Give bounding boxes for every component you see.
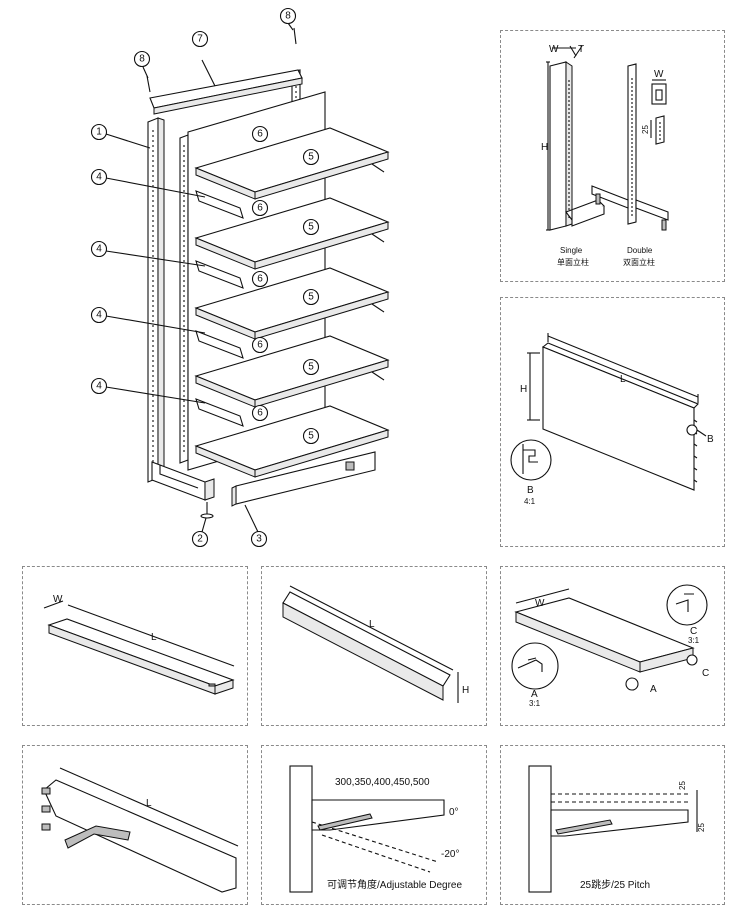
upright-pitch-label: 25 — [641, 125, 650, 134]
front-strip-h-label: H — [462, 685, 469, 696]
upright-h-label: H — [541, 142, 548, 153]
shelf-detail-panel — [500, 566, 725, 726]
svg-text:7: 7 — [197, 34, 203, 45]
svg-text:6: 6 — [257, 340, 263, 351]
base-cover-panel — [22, 566, 248, 726]
backpanel-h-label: H — [520, 384, 527, 395]
svg-text:2: 2 — [197, 534, 203, 545]
adjust-minus-degree: -20° — [441, 849, 459, 860]
shelf-c-label: C — [702, 668, 709, 679]
pitch-d1: 25 — [678, 781, 687, 790]
pitch-drawing — [528, 765, 698, 893]
pitch-caption: 25跳步/25 Pitch — [580, 878, 650, 891]
callout-6b: 6 — [251, 199, 269, 217]
callout-6a: 6 — [251, 125, 269, 143]
pitch-panel — [500, 745, 725, 905]
shelf-a-label: A — [650, 684, 657, 695]
svg-text:4: 4 — [96, 381, 102, 392]
adjust-zero-degree: 0° — [449, 807, 459, 818]
base-cover-w-label: W — [53, 594, 63, 605]
callout-8a: 8 — [133, 50, 151, 68]
back-panel-detail-panel — [500, 297, 725, 547]
adjust-degree-panel — [261, 745, 487, 905]
adjust-caption: 可调节角度/Adjustable Degree — [327, 878, 462, 891]
callout-6c: 6 — [251, 270, 269, 288]
bracket-panel — [22, 745, 248, 905]
svg-text:6: 6 — [257, 129, 263, 140]
callout-1: 1 — [90, 123, 108, 141]
callout-4d: 4 — [90, 377, 108, 395]
svg-text:8: 8 — [139, 54, 145, 65]
svg-text:6: 6 — [257, 408, 263, 419]
svg-text:3: 3 — [256, 534, 262, 545]
backpanel-l-label: L — [620, 374, 626, 385]
svg-text:8: 8 — [285, 11, 291, 22]
svg-text:5: 5 — [308, 152, 314, 163]
callout-8b: 8 — [279, 7, 297, 25]
callout-2: 2 — [191, 530, 209, 548]
callout-4b: 4 — [90, 240, 108, 258]
base-cover-drawing — [43, 600, 235, 695]
upright-single-cn: 单面立柱 — [557, 257, 589, 267]
shelf-w-label: W — [535, 598, 545, 609]
adjust-lengths: 300,350,400,450,500 — [335, 777, 430, 788]
svg-text:5: 5 — [308, 292, 314, 303]
callout-5a: 5 — [302, 148, 320, 166]
front-strip-l-label: L — [369, 619, 375, 630]
upright-detail-panel — [500, 30, 725, 282]
shelf-scale-c: 3:1 — [688, 636, 700, 645]
svg-text:5: 5 — [308, 431, 314, 442]
bracket-drawing — [41, 767, 239, 893]
svg-text:4: 4 — [96, 244, 102, 255]
svg-text:6: 6 — [257, 203, 263, 214]
upright-detail-w-label: W — [654, 69, 664, 80]
shelf-stack — [194, 127, 390, 478]
svg-text:4: 4 — [96, 310, 102, 321]
upright-w-label: W — [549, 44, 559, 55]
upright-single-en: Single — [560, 246, 583, 255]
svg-text:5: 5 — [308, 222, 314, 233]
callout-5c: 5 — [302, 288, 320, 306]
callout-6e: 6 — [251, 404, 269, 422]
callout-4a: 4 — [90, 168, 108, 186]
svg-text:1: 1 — [96, 127, 102, 138]
callout-5b: 5 — [302, 218, 320, 236]
back-panel-drawing — [510, 333, 707, 491]
callout-4c: 4 — [90, 306, 108, 324]
upright-double-en: Double — [627, 246, 653, 255]
svg-text:5: 5 — [308, 362, 314, 373]
callout-6d: 6 — [251, 336, 269, 354]
adjust-drawing — [289, 765, 445, 893]
callout-5d: 5 — [302, 358, 320, 376]
front-strip-panel — [261, 566, 487, 726]
bracket-l-label: L — [146, 798, 152, 809]
upright-t-label: T — [578, 44, 584, 55]
callout-7: 7 — [191, 30, 209, 48]
svg-text:6: 6 — [257, 274, 263, 285]
backpanel-scale-label: 4:1 — [524, 497, 536, 506]
pitch-d2: 25 — [697, 823, 706, 832]
rear-column — [179, 134, 189, 464]
backpanel-b-label: B — [707, 434, 714, 445]
upright-double-cn: 双面立柱 — [623, 257, 655, 267]
svg-text:4: 4 — [96, 172, 102, 183]
callout-3: 3 — [250, 530, 268, 548]
front-strip-drawing — [282, 585, 459, 703]
shelf-c-top-label: C — [690, 626, 697, 637]
upright-drawing — [546, 45, 669, 231]
callout-5e: 5 — [302, 427, 320, 445]
shelf-a-detail-label: A — [531, 689, 538, 700]
backpanel-detail-b-label: B — [527, 485, 534, 496]
shelf-drawing — [511, 584, 708, 691]
shelf-scale-a: 3:1 — [529, 699, 541, 708]
main-exploded-view — [105, 22, 390, 533]
base-cover-l-label: L — [151, 632, 157, 643]
